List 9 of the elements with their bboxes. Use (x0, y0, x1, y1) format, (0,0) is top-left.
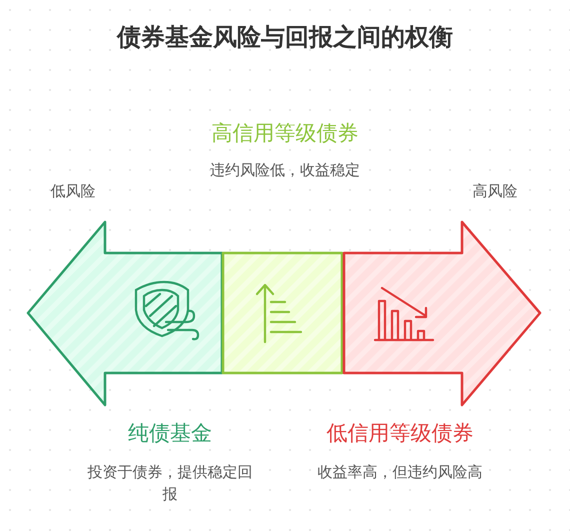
description: 投资于债券，提供稳定回报 (86, 462, 254, 505)
risk-label: 低风险 (50, 181, 96, 202)
heading: 纯债基金 (127, 420, 213, 447)
heading: 低信用等级债券 (326, 420, 474, 447)
description: 收益率高，但违约风险高 (316, 462, 484, 483)
risk-label: 高风险 (472, 181, 518, 202)
heading: 高信用等级债券 (210, 120, 360, 147)
title: 债券基金风险与回报之间的权衡 (115, 22, 454, 53)
description: 违约风险低，收益稳定 (209, 160, 361, 181)
